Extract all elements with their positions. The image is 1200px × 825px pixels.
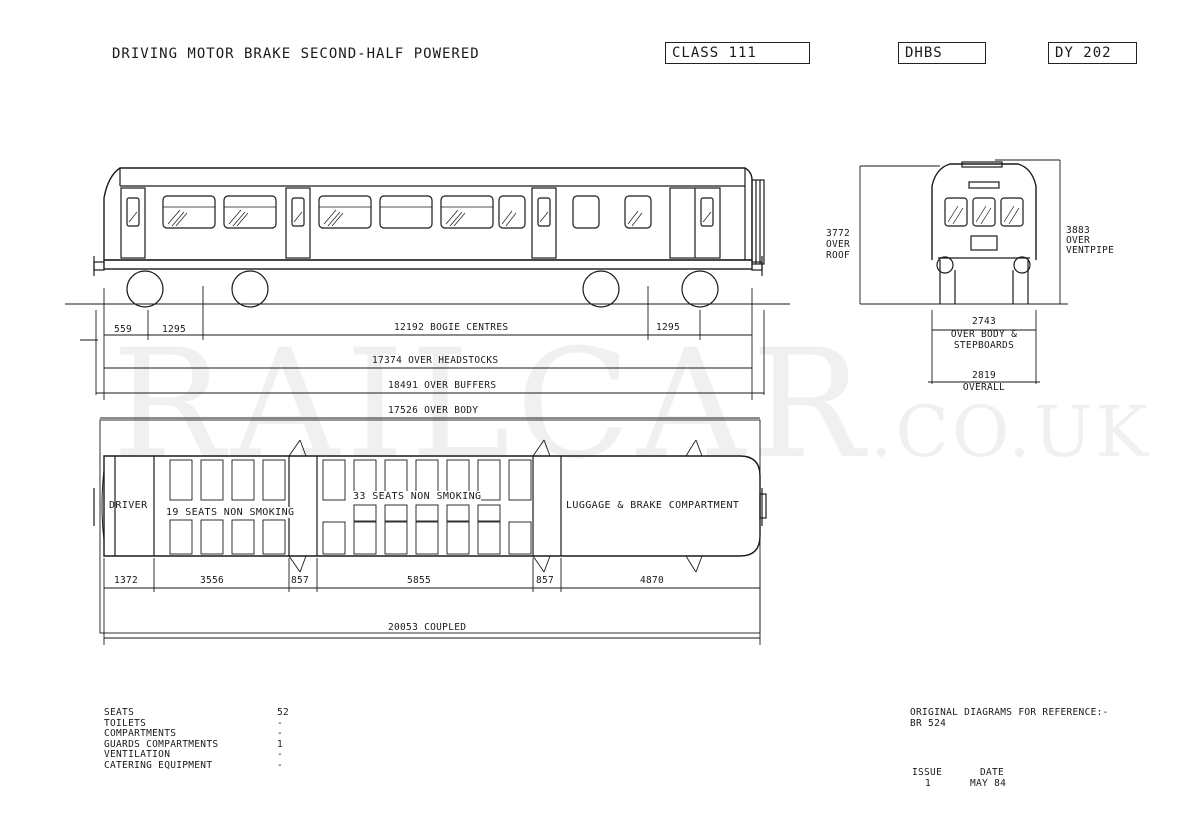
plan-dim-857-right: 857 bbox=[536, 575, 555, 586]
summary-value-seats: 52 bbox=[277, 707, 290, 718]
class-box: CLASS 111 bbox=[665, 42, 810, 64]
saloon-2-label: 33 SEATS NON SMOKING bbox=[353, 491, 482, 502]
side-elevation bbox=[65, 159, 1068, 419]
summary-label-toilets: TOILETS bbox=[104, 717, 147, 729]
dim-over-buffers: 18491 OVER BUFFERS bbox=[388, 380, 497, 391]
summary-label-catering: CATERING EQUIPMENT bbox=[104, 759, 213, 771]
summary-value-catering: - bbox=[277, 759, 284, 771]
over-body-line2: OVER BODY & bbox=[950, 329, 1018, 340]
code-box: DHBS bbox=[898, 42, 986, 64]
summary-label-compartments: COMPARTMENTS bbox=[104, 728, 177, 740]
summary-label-guards: GUARDS COMPARTMENTS bbox=[104, 738, 219, 750]
over-body-line3: STEPBOARDS bbox=[953, 340, 1015, 351]
dim-over-headstocks: 17374 OVER HEADSTOCKS bbox=[372, 355, 499, 366]
over-roof-line2: OVER bbox=[825, 239, 851, 250]
summary-value-guards: 1 bbox=[277, 738, 284, 750]
end-elevation bbox=[859, 159, 1068, 384]
dim-over-body: 17526 OVER BODY bbox=[388, 405, 479, 416]
plan-dim-1372: 1372 bbox=[114, 575, 139, 586]
issue-value: 1 bbox=[925, 778, 932, 789]
summary-labels: SEATS TOILETS COMPARTMENTS GUARDS COMPAR… bbox=[104, 707, 219, 772]
over-ventpipe-line2: OVER bbox=[1066, 235, 1091, 246]
diagram-title: DRIVING MOTOR BRAKE SECOND-HALF POWERED bbox=[112, 46, 480, 62]
plan-dim-3556: 3556 bbox=[200, 575, 225, 586]
end-over-body-steps: 2743 OVER BODY & STEPBOARDS bbox=[934, 316, 1034, 351]
plan-dim-5855: 5855 bbox=[407, 575, 432, 586]
overall-label: OVERALL bbox=[962, 382, 1006, 393]
dim-559: 559 bbox=[114, 324, 133, 335]
end-overall: 2819 OVERALL bbox=[934, 370, 1034, 394]
saloon-1-label: 19 SEATS NON SMOKING bbox=[166, 507, 295, 518]
dim-1295-left: 1295 bbox=[162, 324, 187, 335]
luggage-label: LUGGAGE & BRAKE COMPARTMENT bbox=[566, 500, 740, 511]
issue-label: ISSUE bbox=[912, 767, 943, 778]
summary-label-seats: SEATS bbox=[104, 707, 135, 718]
diagram-number-box: DY 202 bbox=[1048, 42, 1137, 64]
plan-dim-4870: 4870 bbox=[640, 575, 665, 586]
summary-value-compartments: - bbox=[277, 728, 284, 740]
summary-value-ventilation: - bbox=[277, 749, 284, 761]
over-roof-line3: ROOF bbox=[825, 250, 851, 261]
summary-value-toilets: - bbox=[277, 717, 284, 729]
plan-view bbox=[93, 419, 767, 645]
plan-dim-coupled: 20053 COUPLED bbox=[388, 622, 467, 633]
summary-label-ventilation: VENTILATION bbox=[104, 749, 171, 761]
reference-line-1: ORIGINAL DIAGRAMS FOR REFERENCE:- bbox=[910, 707, 1109, 718]
reference-line-2: BR 524 bbox=[910, 718, 947, 729]
over-body-value: 2743 bbox=[971, 316, 997, 327]
dim-1295-right: 1295 bbox=[656, 322, 681, 333]
end-over-ventpipe: 3883 OVER VENTPIPE bbox=[1066, 226, 1114, 256]
date-label: DATE bbox=[980, 767, 1005, 778]
dim-bogie-centres: 12192 BOGIE CENTRES bbox=[394, 322, 509, 333]
summary-values: 52 - - 1 - - bbox=[277, 707, 290, 772]
driver-label: DRIVER bbox=[109, 500, 148, 511]
overall-value: 2819 bbox=[971, 370, 997, 381]
end-over-roof: 3772 OVER ROOF bbox=[818, 228, 858, 261]
plan-dim-857-left: 857 bbox=[291, 575, 310, 586]
over-ventpipe-value: 3883 bbox=[1066, 225, 1091, 236]
over-roof-value: 3772 bbox=[825, 228, 851, 239]
over-ventpipe-line3: VENTPIPE bbox=[1066, 245, 1115, 256]
date-value: MAY 84 bbox=[970, 778, 1007, 789]
